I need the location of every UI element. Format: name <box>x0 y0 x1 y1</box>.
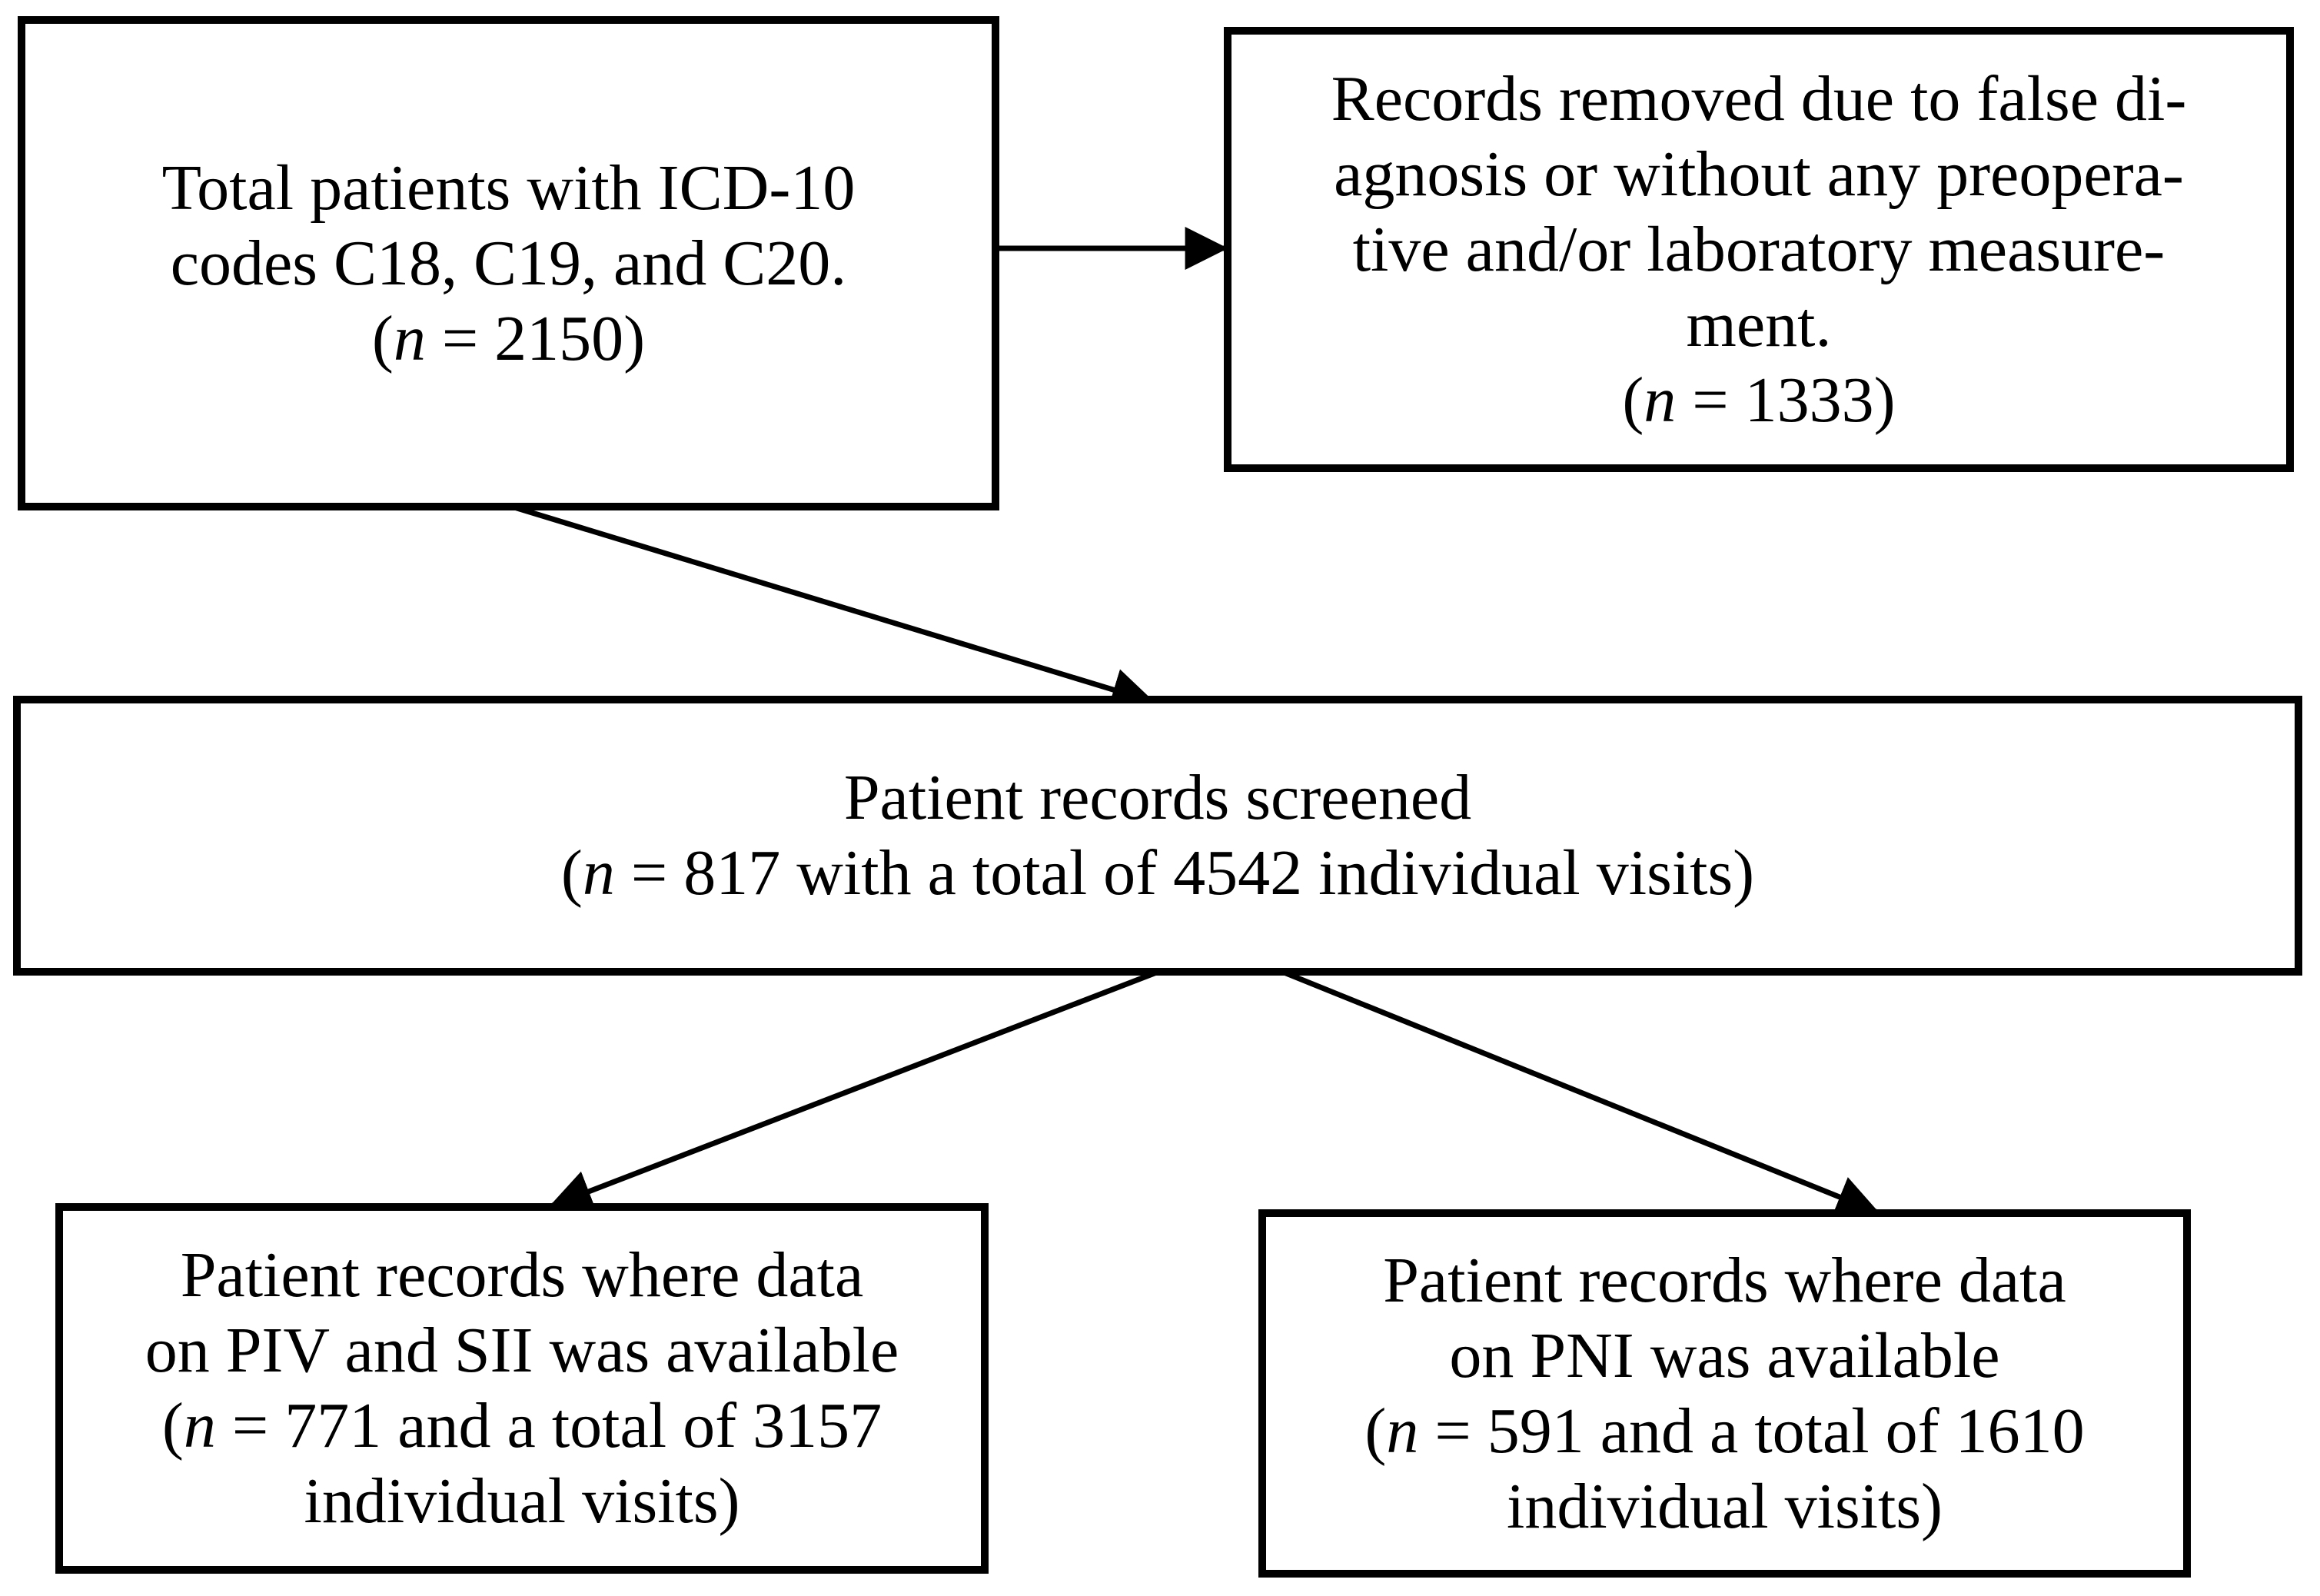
arrow-screened-to-piv-sii <box>548 969 1160 1212</box>
box-records-screened-text: Patient records screened(n = 817 with a … <box>560 762 1755 909</box>
box-records-removed-text: Records removed due to false di-agnosis … <box>1331 62 2187 436</box>
box-records-removed: Records removed due to false di-agnosis … <box>1224 27 2294 472</box>
box-records-screened: Patient records screened(n = 817 with a … <box>13 696 2302 976</box>
arrow-screened-to-pni <box>1281 969 1880 1218</box>
arrow-total-to-screened <box>510 504 1155 711</box>
